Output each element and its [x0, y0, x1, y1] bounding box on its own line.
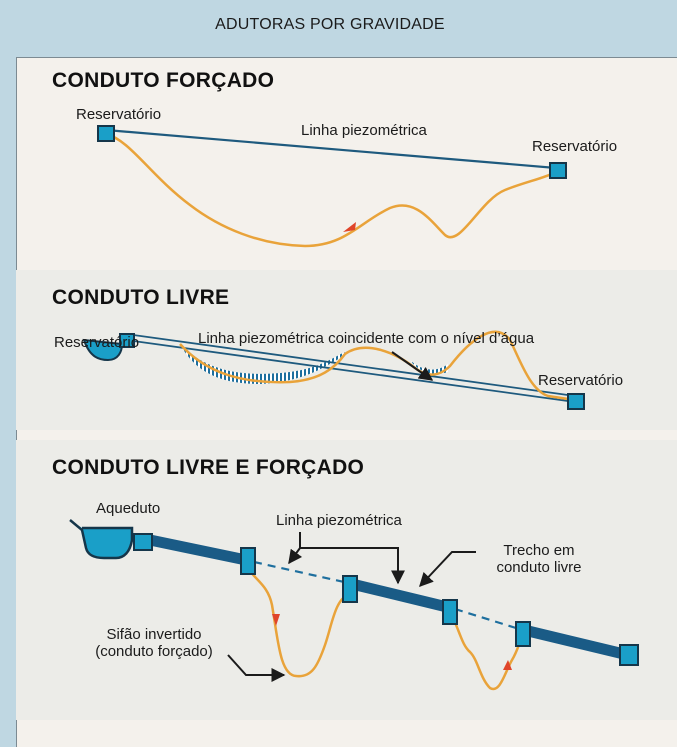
box-start-icon — [133, 533, 153, 551]
box-4-icon — [442, 599, 458, 625]
label-reservoir-right: Reservatório — [532, 138, 618, 155]
box-5-icon — [515, 621, 531, 647]
siphon-pipe-2 — [450, 615, 524, 691]
label-piezometric-coincident: Linha piezométrica coincidente com o nív… — [198, 330, 535, 347]
bracket-arrow-line — [299, 532, 399, 578]
livre-diagram — [82, 330, 585, 410]
free-conduit-2 — [350, 578, 449, 613]
free-conduit-3 — [522, 624, 630, 661]
piezometric-dashed-2 — [454, 607, 517, 630]
forced-pipe — [105, 132, 557, 248]
aqueduct-icon — [69, 519, 134, 560]
channel-bottom-line — [125, 339, 576, 403]
aqueduct-basin-icon — [82, 338, 124, 362]
misto-diagram — [69, 519, 639, 691]
free-conduit-1 — [148, 534, 248, 566]
reservoir-end-icon — [619, 644, 639, 666]
flow-arrow-1 — [272, 614, 280, 626]
label-siphon-line2: (conduto forçado) — [95, 643, 213, 660]
flow-arrow — [343, 222, 356, 232]
reservoir-left-icon — [119, 333, 135, 348]
water-fill — [180, 344, 345, 384]
water-fill-small — [410, 360, 448, 374]
reservoir-right-icon — [549, 162, 567, 179]
piezometric-line — [105, 128, 557, 170]
label-arrow — [391, 351, 434, 381]
label-aqueduct: Aqueduto — [96, 500, 161, 517]
box-2-icon — [240, 547, 256, 575]
heading-conduto-livre-e-forcado: CONDUTO LIVRE E FORÇADO — [52, 456, 365, 479]
channel-top-line — [125, 333, 576, 397]
forcado-diagram — [97, 125, 567, 248]
reservoir-right-icon — [567, 393, 585, 410]
section-band-livre — [16, 270, 677, 430]
label-reservoir-left: Reservatório — [54, 334, 140, 351]
label-reservoir-left: Reservatório — [76, 106, 162, 123]
flow-arrow-2 — [503, 660, 512, 670]
box-3-icon — [342, 575, 358, 603]
heading-conduto-forcado: CONDUTO FORÇADO — [52, 69, 275, 92]
label-free-stretch-line1: Trecho em — [503, 542, 575, 559]
label-reservoir-right: Reservatório — [538, 372, 624, 389]
label-free-stretch-line2: conduto livre — [496, 559, 582, 576]
heading-conduto-livre: CONDUTO LIVRE — [52, 286, 230, 309]
label-piezometric-line: Linha piezométrica — [276, 512, 402, 529]
page-title: ADUTORAS POR GRAVIDADE — [215, 16, 445, 33]
bracket-arrow-left — [288, 547, 303, 565]
free-stretch-arrow — [419, 551, 476, 588]
reservoir-left-icon — [97, 125, 115, 142]
siphon-arrow — [227, 654, 286, 682]
siphon-pipe-1 — [246, 567, 351, 678]
piezometric-dashed-1 — [253, 560, 345, 584]
label-free-stretch: Trecho em conduto livre — [484, 542, 594, 576]
label-inverted-siphon: Sifão invertido (conduto forçado) — [84, 626, 224, 660]
label-piezometric-line: Linha piezométrica — [301, 122, 427, 139]
label-siphon-line1: Sifão invertido — [106, 626, 202, 643]
